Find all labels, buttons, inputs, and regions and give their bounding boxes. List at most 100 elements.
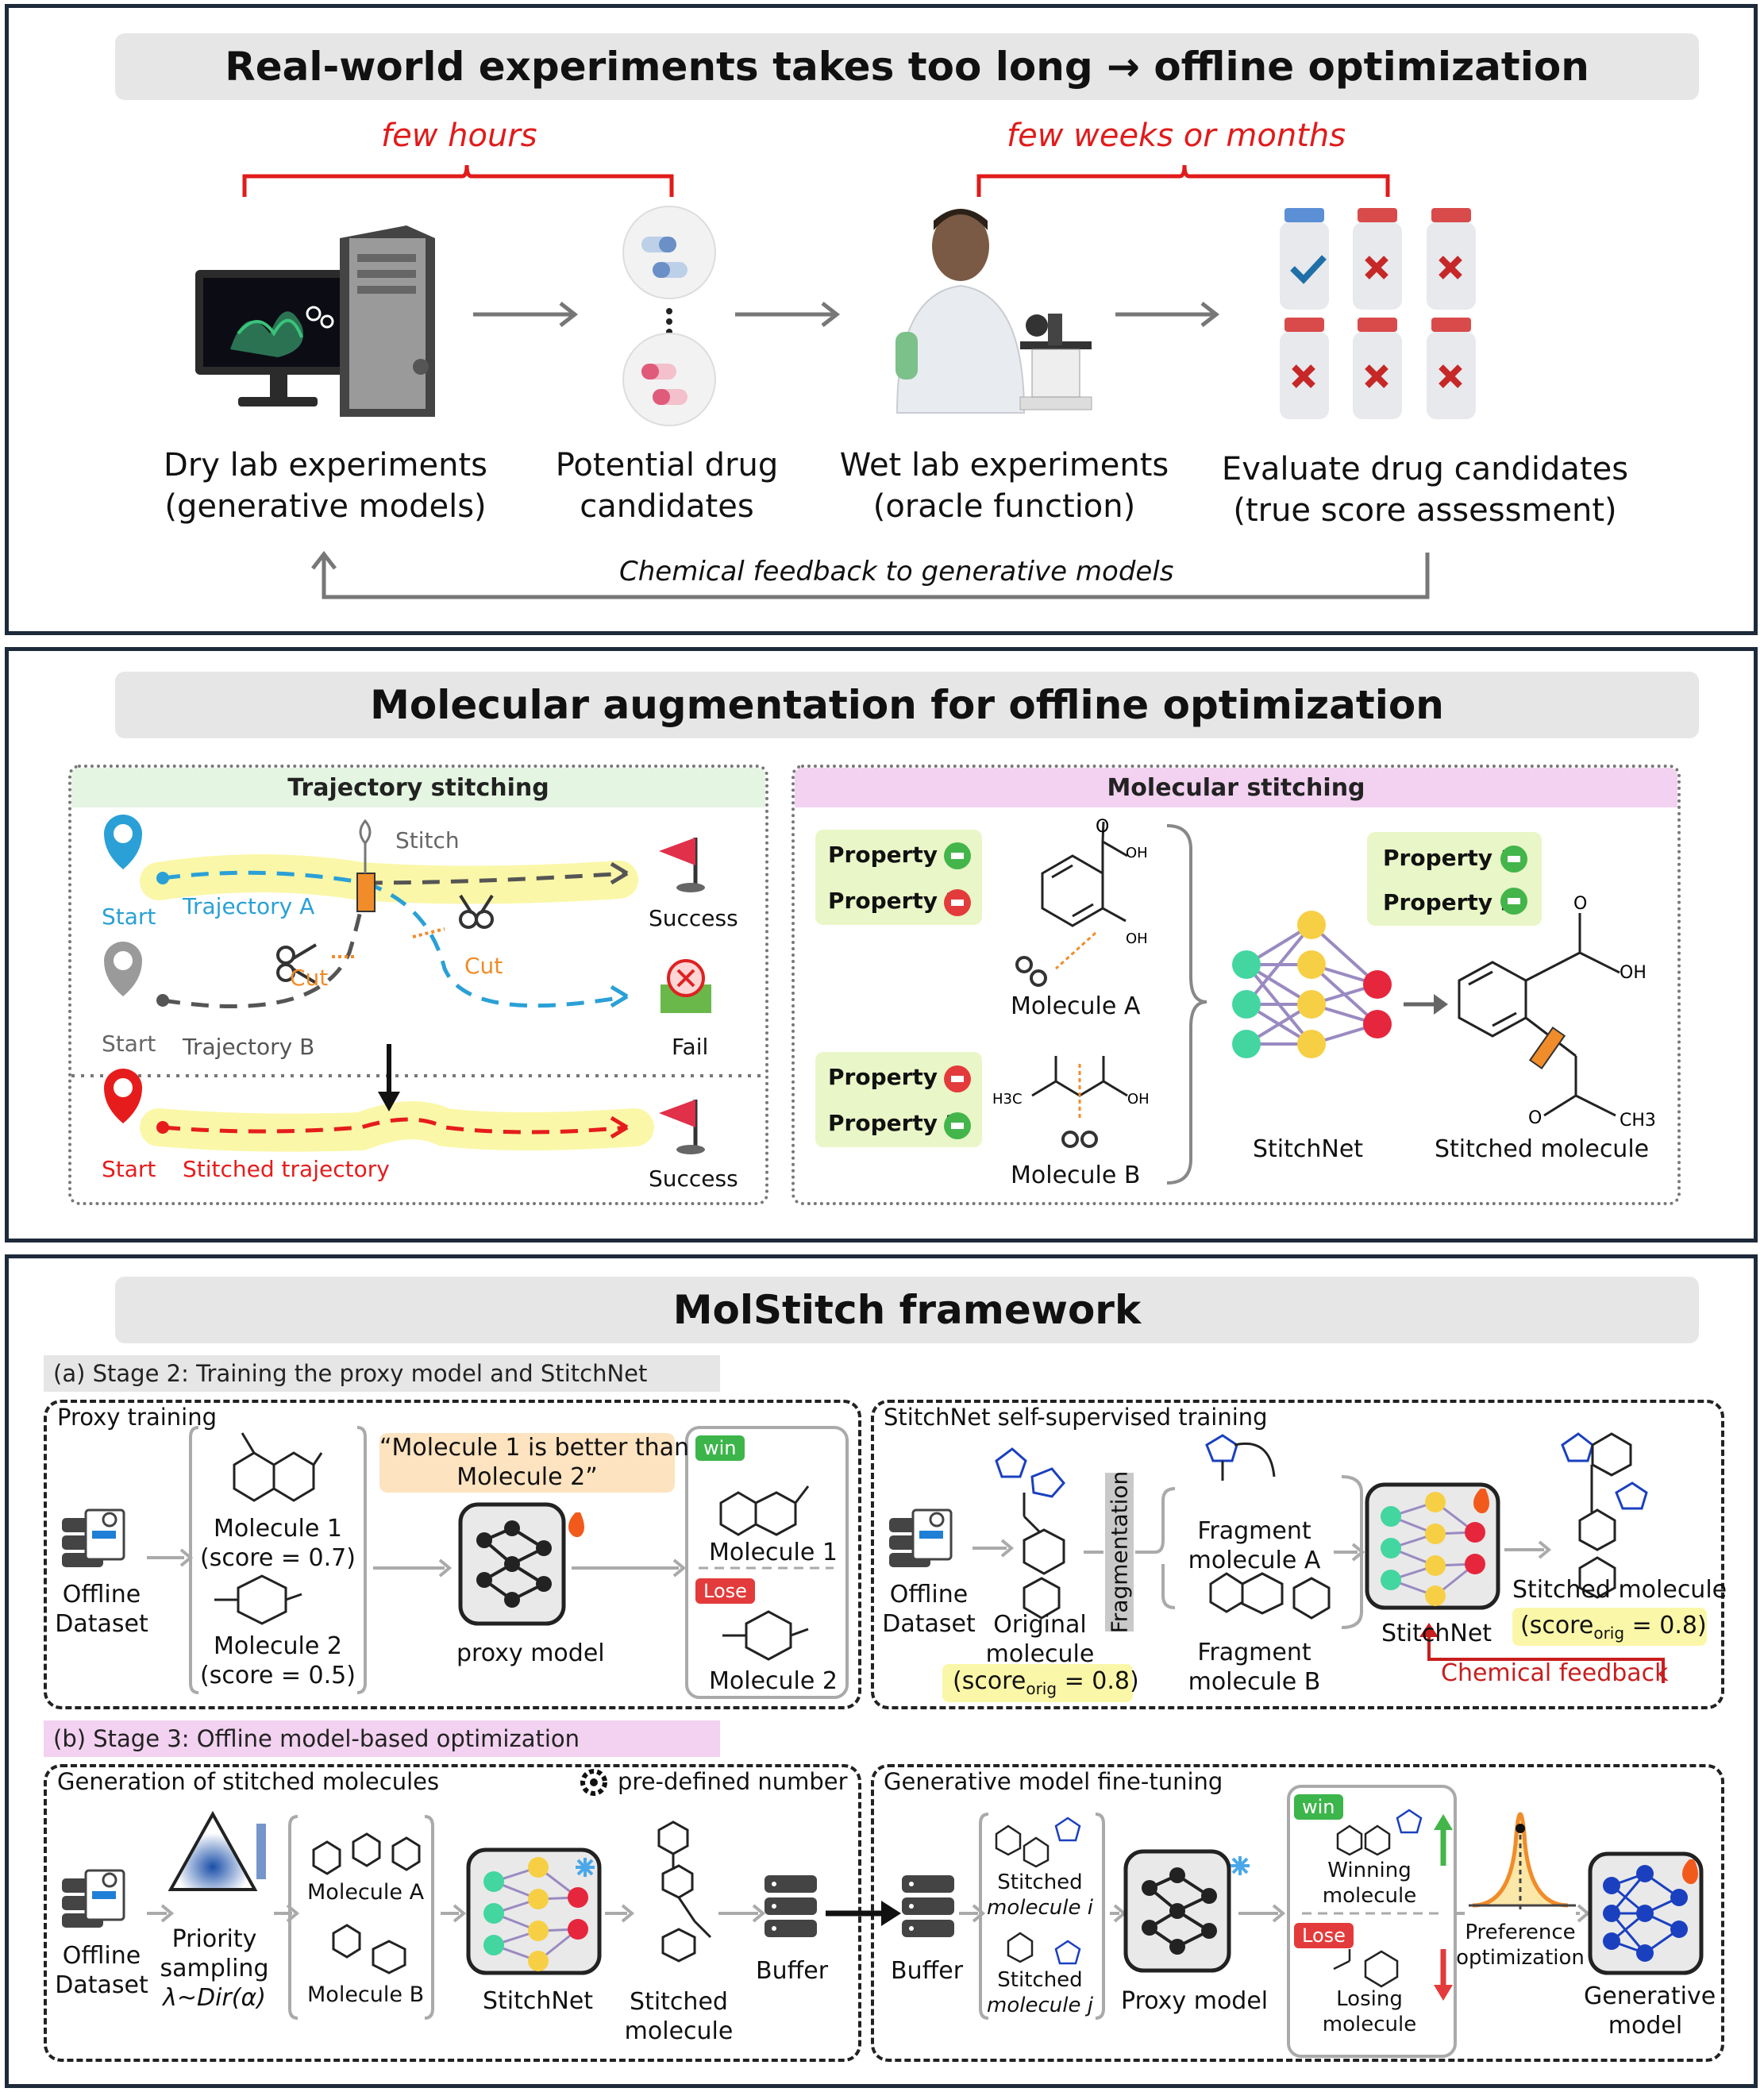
- start-stitched-label: Start: [102, 1156, 156, 1182]
- cut-left-label: Cut: [290, 965, 329, 991]
- molecular-header: Molecular stitching: [795, 768, 1677, 807]
- computer-icon: [195, 225, 435, 417]
- prop-b2: Property 2: [828, 1110, 961, 1136]
- database-icon: [60, 1869, 125, 1929]
- neural-network-icon: [1588, 1851, 1704, 1975]
- stitched-molecule-label: Stitched molecule: [1435, 1135, 1650, 1163]
- brace-right-label: few weeks or months: [1007, 118, 1346, 154]
- step-dry-lab: Dry lab experiments(generative models): [164, 447, 487, 525]
- stage3-label: (b) Stage 3: Offline model-based optimiz…: [44, 1720, 720, 1757]
- win-badge: win: [695, 1435, 745, 1461]
- database-icon: [765, 1875, 817, 1937]
- prop-a1: Property 1: [828, 842, 961, 868]
- proxy-training-title: Proxy training: [57, 1404, 218, 1431]
- thumbs-down-icon: [944, 889, 971, 1092]
- neural-network-icon: [460, 1504, 564, 1624]
- success-bottom-label: Success: [649, 1165, 738, 1192]
- fine-tuning-title: Generative model fine-tuning: [884, 1768, 1223, 1795]
- neural-network-icon: [1232, 911, 1392, 1058]
- chemical-feedback-label: Chemical feedback: [1441, 1659, 1669, 1687]
- start-b-label: Start: [102, 1031, 156, 1057]
- fail-flag-icon: [661, 959, 711, 1013]
- stage2-label: (a) Stage 2: Training the proxy model an…: [44, 1355, 720, 1392]
- molecular-box: [791, 765, 1681, 1205]
- snowflake-icon: [576, 1858, 595, 1877]
- generation-title: Generation of stitched molecules: [57, 1768, 440, 1795]
- database-icon: [888, 1508, 953, 1569]
- database-icon: [60, 1508, 125, 1569]
- stitched-o1: O: [1573, 894, 1587, 914]
- prop-s2: Property 2: [1383, 889, 1516, 915]
- panel1-title: Real-world experiments takes too long → …: [115, 33, 1699, 100]
- stitchnet-label: StitchNet: [1253, 1135, 1364, 1163]
- fire-icon: [1682, 1859, 1698, 1885]
- ft-win-badge: win: [1294, 1794, 1343, 1820]
- neural-network-icon: [1126, 1851, 1229, 1971]
- step-wet-lab: Wet lab experiments(oracle function): [839, 447, 1169, 525]
- feedback-arrow: [322, 553, 1430, 599]
- stitched-ch3: CH3: [1620, 1111, 1656, 1131]
- triangle-icon: [168, 1810, 258, 1891]
- cut-right-label: Cut: [464, 953, 503, 979]
- brace-right: [976, 164, 1390, 197]
- gen-stitchnet-label: StitchNet: [483, 1987, 594, 2015]
- panel3-title: MolStitch framework: [115, 1277, 1699, 1343]
- start-a-label: Start: [102, 903, 156, 930]
- molecule-a: [1041, 821, 1128, 927]
- panel1-graphics: [195, 164, 1476, 599]
- ss-stitchnet-label: StitchNet: [1381, 1620, 1492, 1647]
- stitch-label: Stitch: [395, 827, 460, 853]
- trajectory-header: Trajectory stitching: [71, 768, 765, 807]
- scissors-icon: [276, 894, 494, 984]
- thumbs-up-icon: [944, 842, 1527, 1139]
- check-icon: [1290, 255, 1327, 284]
- pill-icon: [622, 206, 716, 426]
- original-score: (scoreorig = 0.8): [953, 1667, 1139, 1698]
- location-pin-icon: [104, 815, 142, 1123]
- stitched-oh: OH: [1620, 963, 1647, 983]
- prop-a2: Property 2: [828, 888, 961, 914]
- mol-b-h3c: H3C: [992, 1091, 1023, 1108]
- fail-label: Fail: [672, 1034, 709, 1060]
- prop-s1: Property 1: [1383, 845, 1516, 871]
- molecule2-label: Molecule 2(score = 0.5): [200, 1632, 356, 1689]
- mol-a-oh1: OH: [1126, 845, 1148, 861]
- ft-buffer-label: Buffer: [891, 1957, 964, 1985]
- neural-network-icon: [1365, 1482, 1500, 1610]
- molecular-graphics: O OH OH H3C OH O OH O: [944, 817, 1656, 1185]
- neural-network-icon: [466, 1847, 602, 1975]
- trajectory-a-label: Trajectory A: [183, 893, 315, 919]
- trajectory-graphics: [71, 815, 767, 1154]
- brace-left: [242, 164, 674, 197]
- trajectory-b-label: Trajectory B: [183, 1034, 315, 1060]
- success-top-label: Success: [649, 905, 738, 931]
- scientist-icon: [895, 209, 1092, 414]
- database-icon: [902, 1875, 954, 1937]
- cross-icon: [1292, 256, 1462, 388]
- ft-proxy-model-label: Proxy model: [1121, 1987, 1269, 2015]
- stitched-score: (scoreorig = 0.8): [1520, 1612, 1707, 1643]
- molecule-a-label: Molecule A: [1011, 992, 1141, 1020]
- brace-left-label: few hours: [381, 118, 537, 154]
- bottle-icon: [1280, 208, 1476, 419]
- ss-training-title: StitchNet self-supervised training: [884, 1404, 1268, 1431]
- predefined-label: pre-defined number: [618, 1768, 848, 1795]
- flag-icon: [659, 838, 705, 1154]
- gear-icon: [580, 1769, 607, 1796]
- proxy-training-box: [44, 1400, 861, 1709]
- win-molecule-label: Molecule 1: [709, 1539, 838, 1566]
